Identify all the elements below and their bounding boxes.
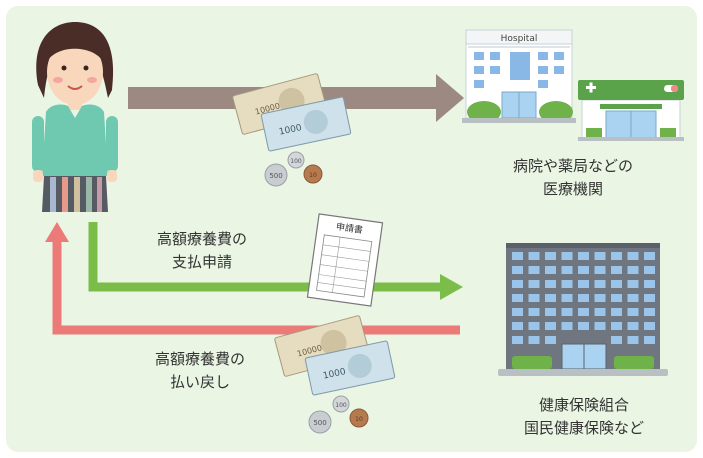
building-window [561,280,573,288]
building-window [644,266,655,274]
office-building-icon [498,243,668,376]
building-window [594,322,606,330]
building-window [578,266,589,274]
building-window [594,252,606,260]
banknote-value: 1000 [278,123,303,138]
coin-icon: 10 [303,164,323,184]
building-window [611,266,622,274]
building-window [561,294,573,302]
medical-institution-label-line2: 医療機関 [542,180,603,198]
coin-icon: 500 [308,410,332,434]
building-window [512,294,523,302]
coin-icon: 100 [332,395,350,413]
coin-value: 500 [313,419,326,427]
coin-value: 100 [335,402,347,409]
building-window [627,322,639,330]
building-window [578,280,589,288]
insurer-label: 健康保険組合 国民健康保険など [509,394,659,440]
building-window [545,308,556,316]
building-window [528,266,540,274]
coin-icon: 500 [264,163,288,187]
building-window [611,308,622,316]
banknote-icon: 10000 [232,73,328,135]
building-window [627,308,639,316]
building-window [512,252,523,260]
building-window [578,308,589,316]
coin-value: 500 [269,172,282,180]
building-window [644,308,655,316]
coin-icon: 10 [349,408,369,428]
building-window [578,322,589,330]
building-window [611,294,622,302]
building-window [561,308,573,316]
coin-icon: 100 [287,151,305,169]
building-window [594,294,606,302]
form-title: 申請書 [335,220,363,236]
coin-value: 100 [290,158,302,165]
building-window [561,252,573,260]
building-window [644,336,655,344]
building-window [528,252,540,260]
building-window [528,280,540,288]
building-window [611,252,622,260]
building-window [611,322,622,330]
building-window [545,322,556,330]
application-label-line1: 高額療養費の [156,230,247,248]
application-label: 高額療養費の 支払申請 [142,228,262,274]
reimbursement-label-line1: 高額療養費の [154,350,245,368]
building-window [594,308,606,316]
building-window [644,280,655,288]
reimbursement-label: 高額療養費の 払い戻し [140,348,260,394]
banknote-value: 1000 [322,367,347,382]
building-window [545,252,556,260]
coin-value: 10 [309,172,317,179]
insurer-label-line1: 健康保険組合 [538,396,629,414]
building-window [528,308,540,316]
building-window [644,294,655,302]
application-form-icon: 申請書 [306,213,384,307]
banknote-icon: 1000 [260,96,352,152]
building-window [512,308,523,316]
building-window [611,336,622,344]
building-window [545,294,556,302]
building-window [545,266,556,274]
person-icon [32,22,118,212]
building-window [512,266,523,274]
coin-value: 10 [355,416,363,423]
building-window [561,322,573,330]
building-window [528,294,540,302]
medical-institution-label: 病院や薬局などの 医療機関 [508,155,638,201]
building-window [545,336,556,344]
application-label-line2: 支払申請 [171,253,232,271]
building-window [561,266,573,274]
building-window [644,252,655,260]
building-window [512,322,523,330]
medical-institution-label-line1: 病院や薬局などの [512,157,633,175]
insurer-label-line2: 国民健康保険など [523,419,644,437]
building-window [611,280,622,288]
building-window [528,322,540,330]
building-window [578,294,589,302]
pharmacy-icon [578,80,684,141]
building-window [644,322,655,330]
building-window [627,294,639,302]
building-window [512,280,523,288]
building-window [627,266,639,274]
hospital-sign: Hospital [501,34,538,44]
building-window [594,280,606,288]
building-window [594,266,606,274]
building-window [578,252,589,260]
building-window [512,336,523,344]
banknote-icon: 1000 [304,340,396,396]
reimbursement-label-line2: 払い戻し [169,373,230,391]
building-window [627,336,639,344]
building-window [528,336,540,344]
building-window [545,280,556,288]
building-window [627,280,639,288]
hospital-icon: Hospital [462,29,576,123]
building-window [627,252,639,260]
